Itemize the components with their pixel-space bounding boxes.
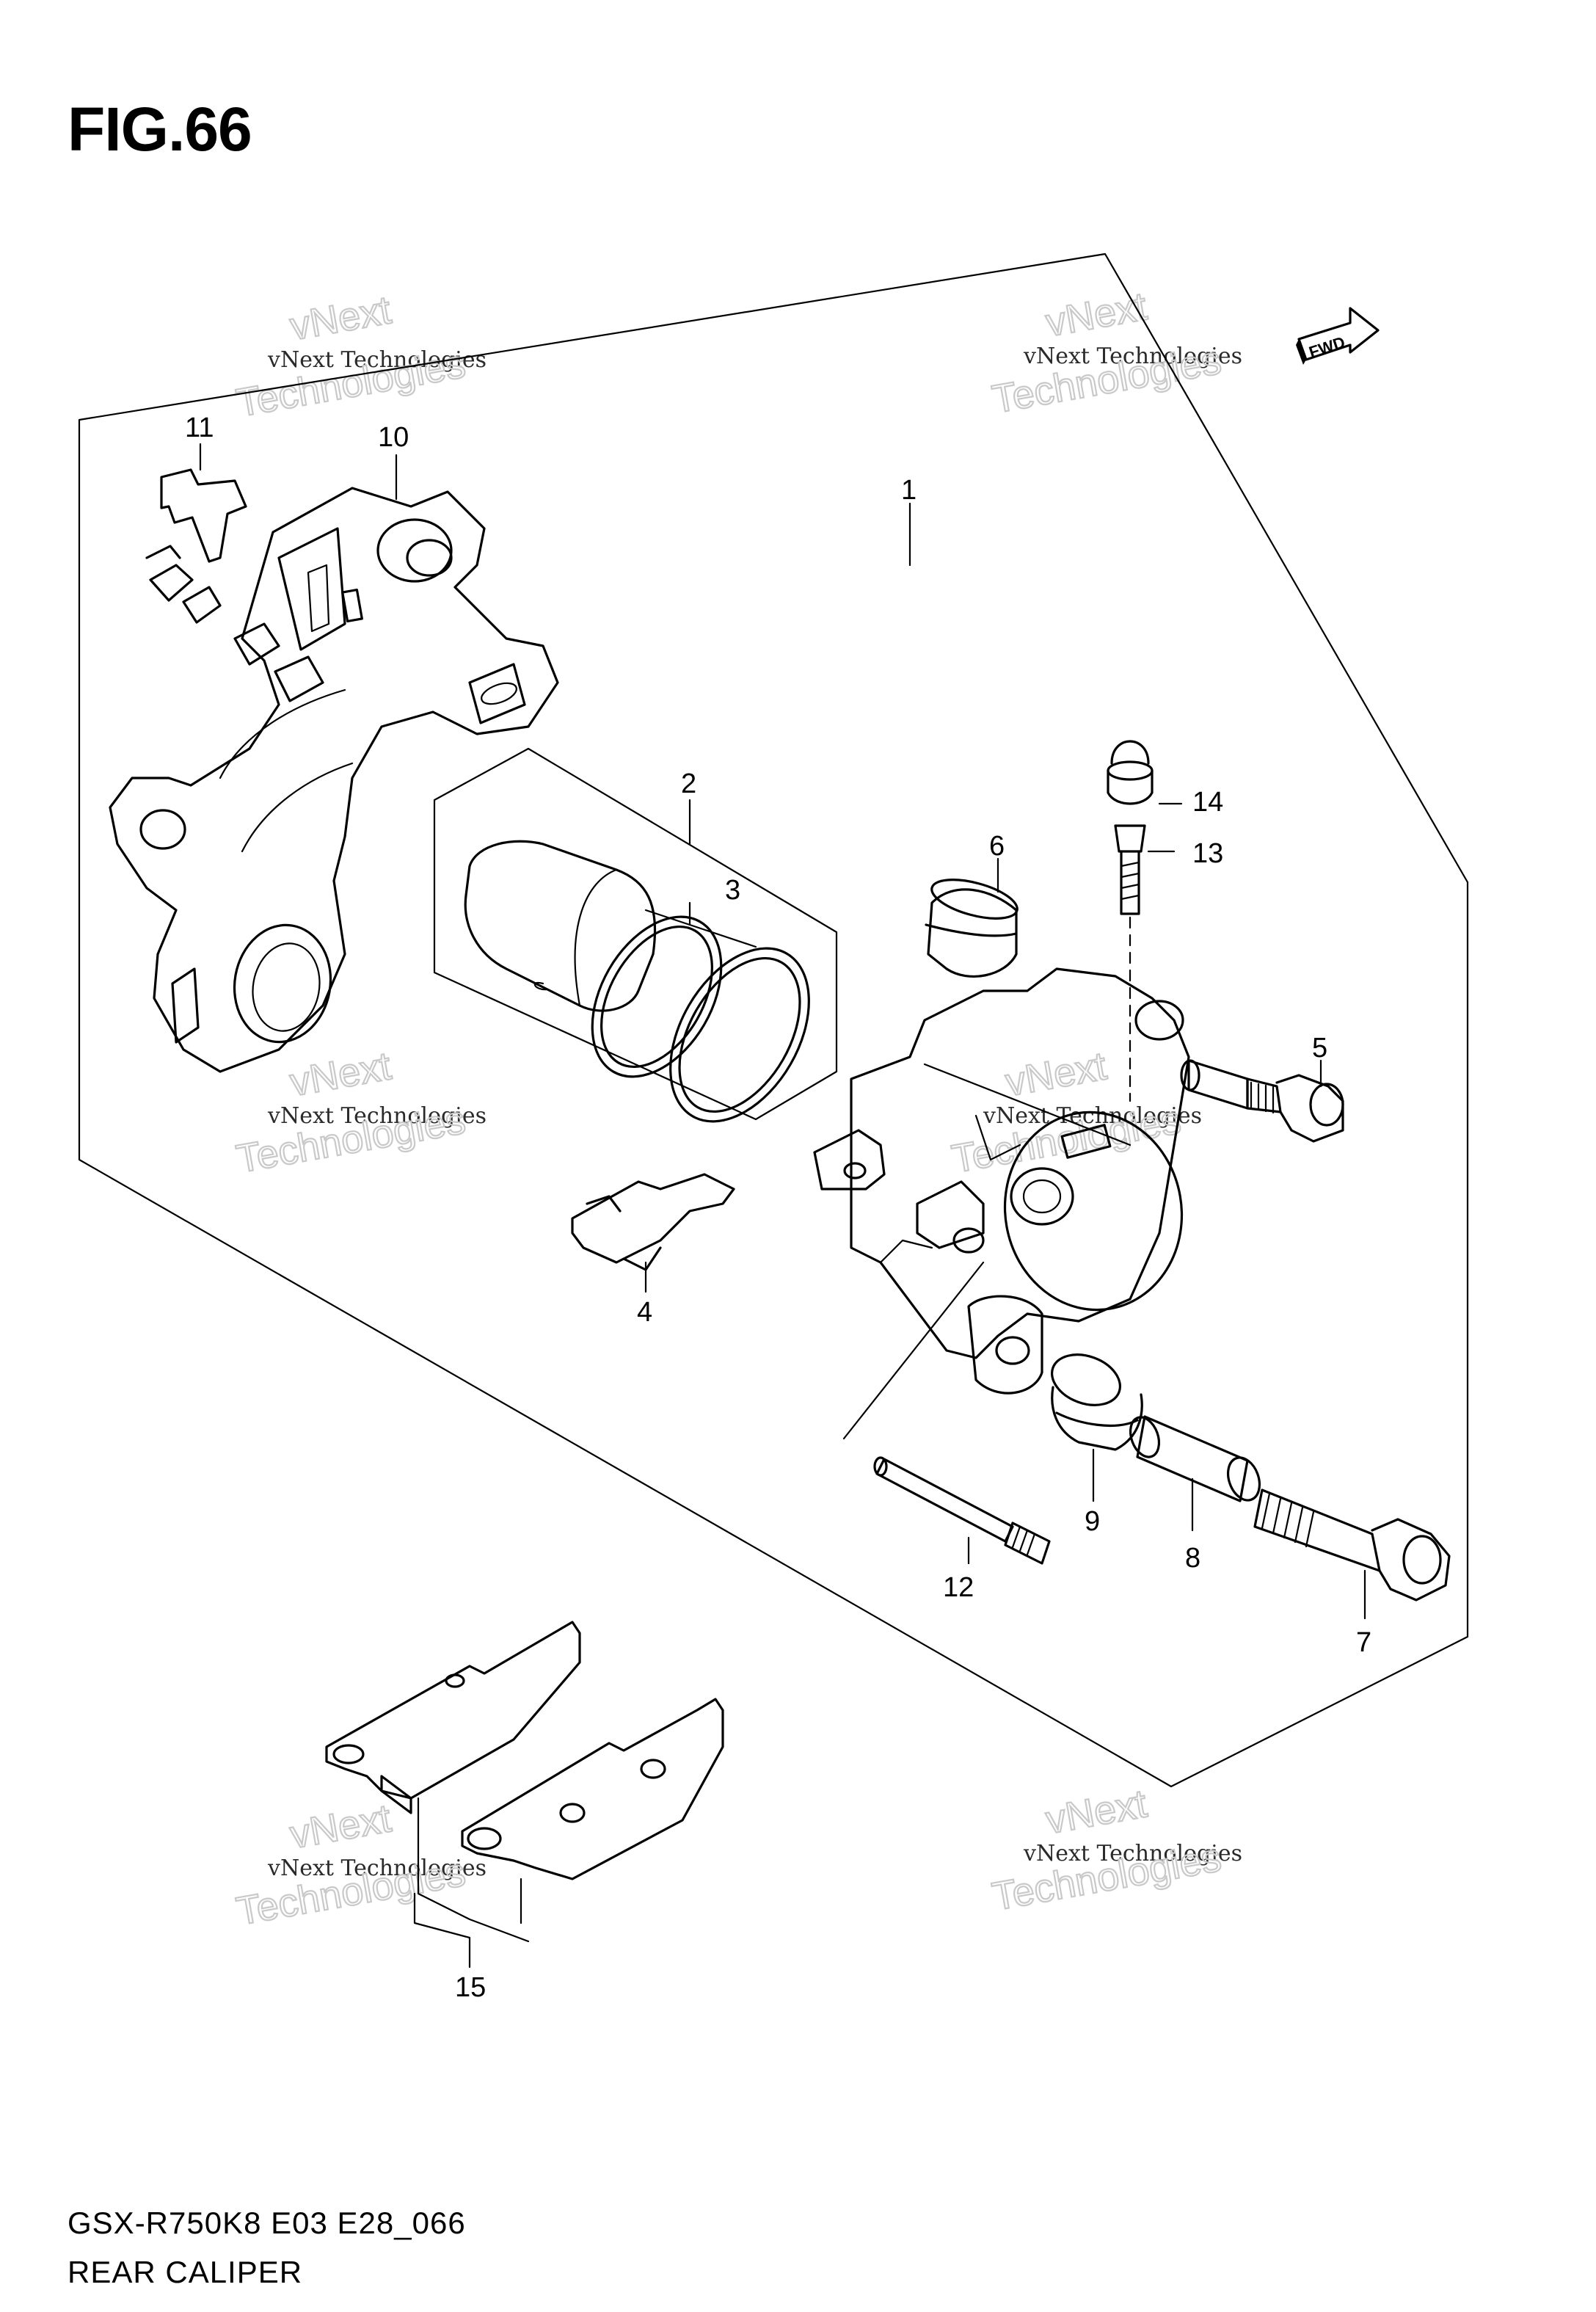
- part-2-piston: [464, 840, 657, 1012]
- part-13-bleeder-valve: [1114, 824, 1146, 915]
- part-7-bolt: [1253, 1488, 1451, 1602]
- watermark-logo: vNext: [1043, 1781, 1150, 1842]
- part-10-caliper-bracket: [109, 487, 559, 1073]
- callout-2: 2: [681, 768, 696, 799]
- callout-6: 6: [989, 831, 1005, 862]
- callout-12: 12: [943, 1572, 974, 1603]
- callout-13: 13: [1192, 838, 1223, 869]
- part-5-pin-bolt: [1180, 1059, 1344, 1143]
- callout-3: 3: [725, 875, 740, 906]
- callout-1: 1: [901, 475, 917, 506]
- watermark-text: vNext Technologies: [267, 1103, 487, 1129]
- watermark-text: vNext Technologies: [983, 1103, 1202, 1129]
- part-12-pad-pin: [873, 1456, 1051, 1565]
- caliper-assembly-boundary: [78, 252, 1469, 1788]
- part-15-brake-pads: [325, 1621, 724, 1943]
- part-14-bleeder-cap: [1107, 740, 1154, 805]
- callout-5: 5: [1312, 1033, 1327, 1064]
- watermark-text: vNext Technologies: [1023, 343, 1242, 369]
- part-3-seals: [591, 915, 810, 1123]
- watermark-group: vNext Technologies vNext Technologies vN…: [233, 283, 1242, 1935]
- callout-labels: 1 2 3 4 5 6 7 8 9 10 11 12 13 14 15: [185, 412, 1371, 2003]
- part-6-boot: [925, 879, 1019, 978]
- section-title: REAR CALIPER: [68, 2255, 303, 2289]
- watermark-text: vNext Technologies: [1023, 1841, 1242, 1866]
- part-8-sleeve: [1129, 1415, 1261, 1502]
- callout-9: 9: [1085, 1506, 1100, 1537]
- model-code: GSX-R750K8 E03 E28_066: [68, 2206, 466, 2240]
- watermark-logo: vNext: [1002, 1044, 1109, 1105]
- callout-8: 8: [1185, 1543, 1200, 1574]
- callout-11: 11: [185, 412, 214, 443]
- watermark-logo: vNext: [287, 288, 394, 349]
- callout-14: 14: [1192, 787, 1223, 818]
- callout-10: 10: [378, 422, 409, 453]
- watermark-logo: vNext: [287, 1796, 394, 1857]
- figure-title: FIG.66: [68, 95, 252, 164]
- watermark-logo: vNext: [287, 1044, 394, 1105]
- callout-7: 7: [1356, 1627, 1371, 1658]
- part-12-axis: [842, 1261, 985, 1440]
- callout-4: 4: [637, 1297, 652, 1328]
- leader-lines: [199, 443, 1366, 1969]
- part-2-3-group-box: [433, 747, 838, 1121]
- watermark-logo: vNext: [1043, 284, 1150, 345]
- part-11-pad-spring: [145, 468, 247, 624]
- forward-arrow-icon: FWD: [1296, 307, 1380, 365]
- part-9-boot: [1050, 1353, 1143, 1451]
- callout-15: 15: [455, 1972, 486, 2003]
- watermark-text: vNext Technologies: [267, 1855, 487, 1881]
- part-4-pad-retainer: [571, 1173, 735, 1271]
- caliper-body: [813, 967, 1190, 1395]
